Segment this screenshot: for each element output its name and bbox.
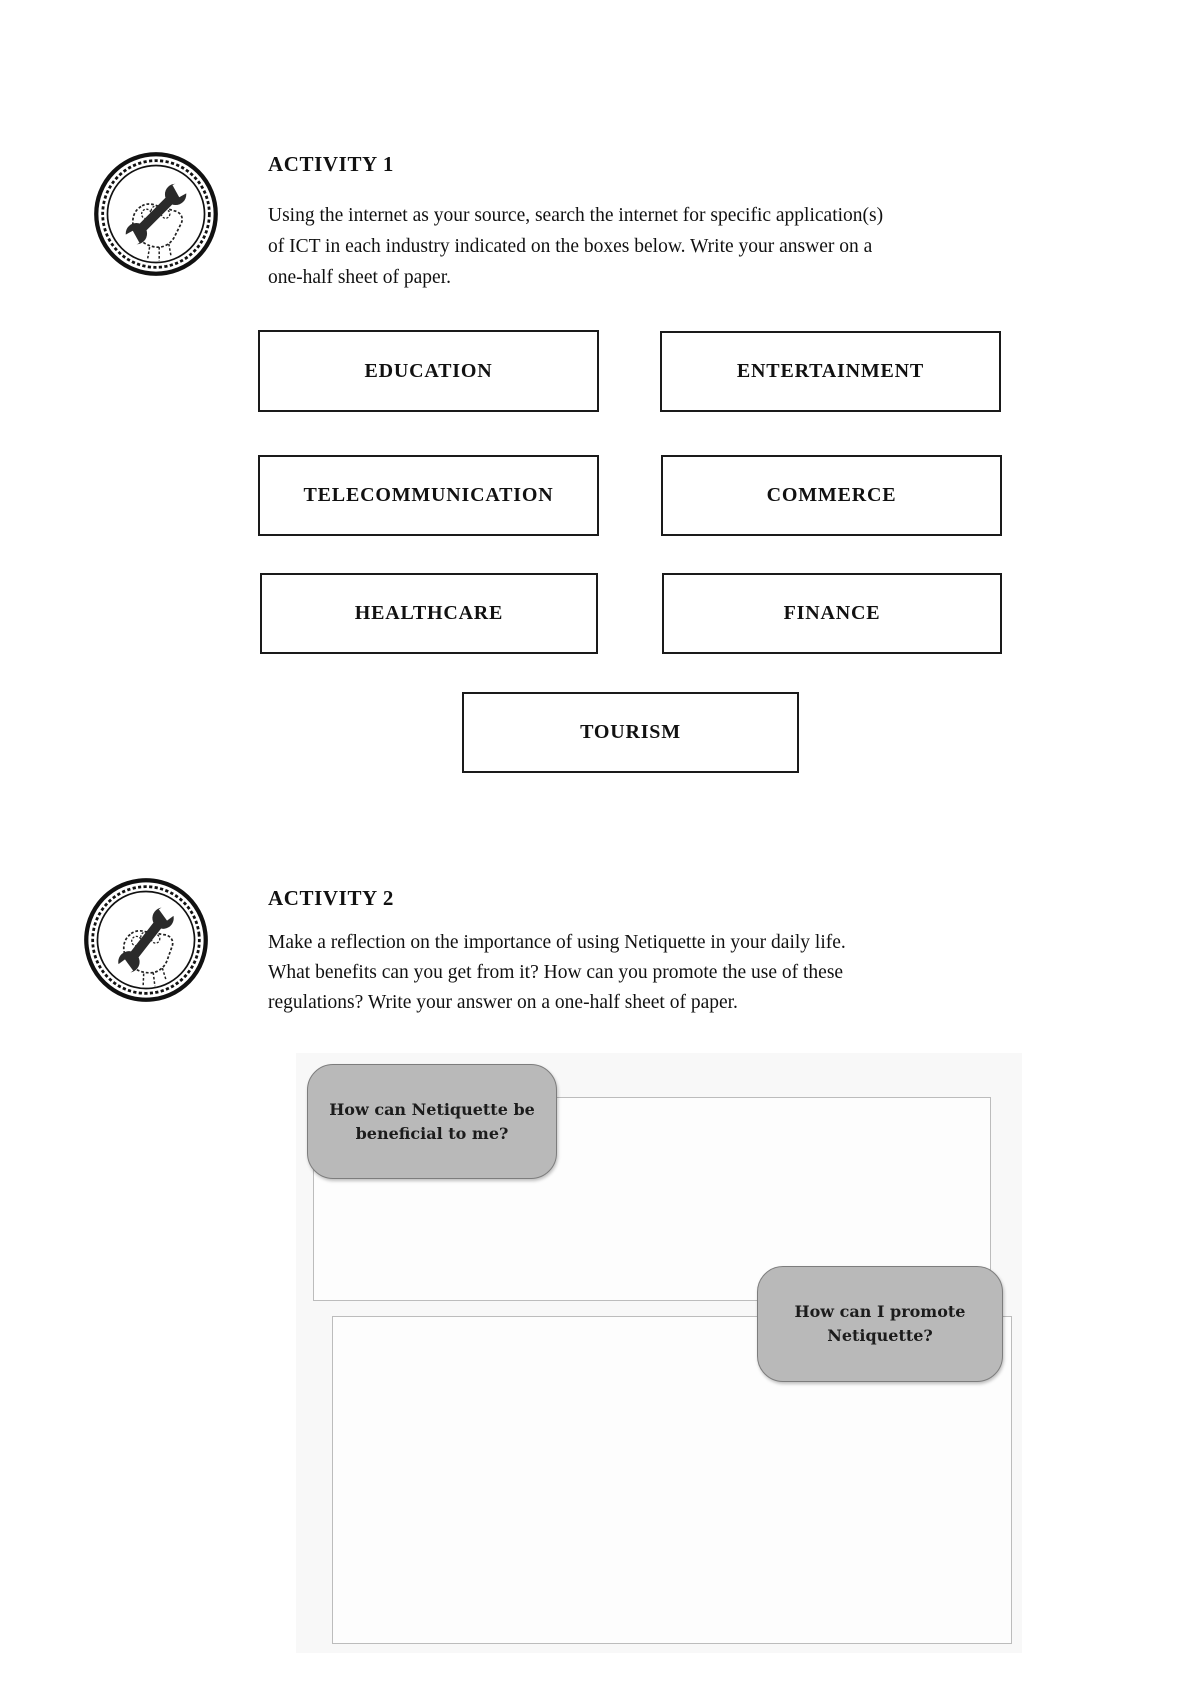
- fist-wrench-stamp-icon: [75, 869, 218, 1012]
- industry-box-label: COMMERCE: [766, 484, 897, 506]
- industry-box-education: EDUCATION: [258, 330, 599, 412]
- industry-box-label: HEALTHCARE: [354, 602, 504, 624]
- industry-box-label: ENTERTAINMENT: [736, 360, 925, 382]
- instruction-line: one-half sheet of paper.: [268, 267, 452, 288]
- reflection-graphic-panel: How can Netiquette be beneficial to me? …: [296, 1053, 1022, 1653]
- bubble-netiquette-promote: How can I promote Netiquette?: [757, 1266, 1003, 1382]
- industry-box-finance: FINANCE: [662, 573, 1002, 654]
- activity2-title: ACTIVITY 2: [268, 886, 394, 910]
- activity1-instructions: Using the internet as your source, searc…: [268, 200, 883, 293]
- industry-box-commerce: COMMERCE: [661, 455, 1002, 536]
- industry-box-label: EDUCATION: [364, 359, 493, 382]
- bubble-netiquette-benefits: How can Netiquette be beneficial to me?: [307, 1064, 557, 1179]
- instruction-line: What benefits can you get from it? How c…: [268, 962, 844, 983]
- instruction-line: Using the internet as your source, searc…: [268, 205, 884, 226]
- industry-box-label: TOURISM: [580, 721, 681, 743]
- industry-box-telecommunication: TELECOMMUNICATION: [258, 455, 599, 536]
- industry-box-label: TELECOMMUNICATION: [303, 484, 554, 506]
- industry-box-tourism: TOURISM: [462, 692, 799, 773]
- industry-box-label: FINANCE: [783, 602, 881, 624]
- instruction-line: of ICT in each industry indicated on the…: [268, 236, 873, 257]
- activity2-instructions: Make a reflection on the importance of u…: [268, 928, 846, 1018]
- fist-wrench-stamp-icon: [92, 150, 220, 278]
- activity1-title: ACTIVITY 1: [268, 152, 394, 176]
- instruction-line: Make a reflection on the importance of u…: [268, 932, 846, 953]
- bubble-text: How can Netiquette be beneficial to me?: [329, 1099, 535, 1143]
- bubble-text: How can I promote Netiquette?: [794, 1302, 966, 1345]
- industry-box-healthcare: HEALTHCARE: [260, 573, 598, 654]
- industry-box-entertainment: ENTERTAINMENT: [660, 331, 1001, 412]
- instruction-line: regulations? Write your answer on a one-…: [268, 992, 738, 1013]
